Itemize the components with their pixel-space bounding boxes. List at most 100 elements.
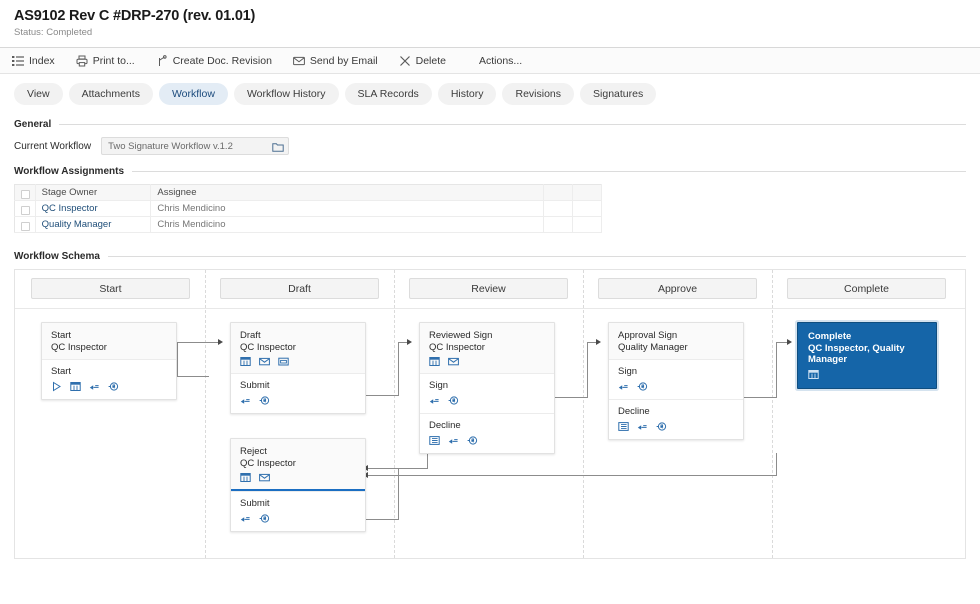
table-row[interactable]: QC Inspector Chris Mendicino [14, 200, 602, 217]
connector-arrow [596, 338, 601, 345]
stamp-icon[interactable] [448, 395, 459, 406]
row-checkbox[interactable] [21, 205, 30, 215]
cell-spacer-1 [543, 200, 574, 217]
node-start-action-label: Start [51, 366, 72, 377]
lane-header-complete[interactable]: Complete [787, 278, 946, 299]
node-review-header-icon-row [429, 356, 545, 367]
connector-start-to-draft [177, 376, 209, 377]
signature-icon[interactable] [637, 421, 648, 432]
signature-icon[interactable] [240, 513, 251, 524]
delete-button[interactable]: Delete [399, 55, 457, 67]
stamp-icon[interactable] [259, 513, 270, 524]
play-icon[interactable] [51, 381, 62, 392]
cell-stage-owner[interactable]: Quality Manager [35, 216, 152, 233]
signature-icon[interactable] [89, 381, 100, 392]
actions-menu-button[interactable]: Actions... [479, 55, 533, 67]
node-reviewed-sign[interactable]: Reviewed Sign QC Inspector [419, 322, 555, 454]
lane-header-review[interactable]: Review [409, 278, 568, 299]
index-button[interactable]: Index [12, 55, 66, 67]
table-row[interactable]: Quality Manager Chris Mendicino [14, 216, 602, 233]
printer-icon [76, 55, 88, 67]
envelope-icon[interactable] [259, 472, 270, 483]
node-approve-action-decline[interactable]: Decline [609, 399, 743, 439]
node-reject-action-submit[interactable]: Submit [231, 491, 365, 531]
stamp-icon[interactable] [637, 381, 648, 392]
node-reject[interactable]: Reject QC Inspector [230, 438, 366, 532]
lane-divider [394, 270, 395, 558]
list-box-icon[interactable] [618, 421, 629, 432]
print-to-button[interactable]: Print to... [76, 55, 146, 67]
tab-signatures[interactable]: Signatures [580, 83, 657, 105]
tab-revisions[interactable]: Revisions [502, 83, 575, 105]
actions-label: Actions... [478, 54, 523, 67]
row-checkbox[interactable] [21, 221, 30, 231]
node-draft[interactable]: Draft QC Inspector [230, 322, 366, 414]
table-icon[interactable] [808, 369, 819, 380]
envelope-icon[interactable] [259, 356, 270, 367]
page-title: AS9102 Rev C #DRP-270 (rev. 01.01) [14, 8, 256, 24]
stamp-icon[interactable] [108, 381, 119, 392]
tab-workflow[interactable]: Workflow [158, 83, 228, 105]
connector-approve-to-complete [776, 342, 777, 398]
signature-icon[interactable] [448, 435, 459, 446]
table-icon[interactable] [70, 381, 81, 392]
envelope-icon[interactable] [448, 356, 459, 367]
connector-arrow [218, 338, 223, 345]
column-assignee[interactable]: Assignee [150, 184, 545, 201]
send-by-email-button[interactable]: Send by Email [293, 55, 389, 67]
cell-stage-owner[interactable]: QC Inspector [35, 200, 152, 217]
node-review-action-decline[interactable]: Decline [420, 413, 554, 453]
connector-review-decline-to-reject [427, 453, 428, 468]
node-start-header: Start QC Inspector [42, 323, 176, 359]
tab-workflow-history[interactable]: Workflow History [233, 83, 339, 105]
document-header: AS9102 Rev C #DRP-270 (rev. 01.01) Statu… [0, 0, 980, 43]
node-review-action-sign[interactable]: Sign [420, 373, 554, 413]
table-icon[interactable] [240, 356, 251, 367]
stamp-icon[interactable] [259, 395, 270, 406]
list-box-icon[interactable] [429, 435, 440, 446]
connector-draft-to-review [366, 395, 398, 396]
tab-view[interactable]: View [14, 83, 63, 105]
stamp-icon[interactable] [467, 435, 478, 446]
lane-header-start[interactable]: Start [31, 278, 190, 299]
stamp-icon[interactable] [656, 421, 667, 432]
tab-history[interactable]: History [437, 83, 497, 105]
folder-icon[interactable] [272, 140, 284, 152]
status-badge: Status: Completed [14, 27, 93, 38]
node-approve-action-sign[interactable]: Sign [609, 359, 743, 399]
node-complete[interactable]: Complete QC Inspector, Quality Manager [797, 322, 937, 389]
node-approval-sign[interactable]: Approval Sign Quality Manager Sign [608, 322, 744, 440]
lane-header-draft[interactable]: Draft [220, 278, 379, 299]
signature-icon[interactable] [618, 381, 629, 392]
assignments-section-title: Workflow Assignments [14, 166, 125, 177]
current-workflow-input[interactable]: Two Signature Workflow v.1.2 [101, 137, 290, 155]
form-icon[interactable] [278, 356, 289, 367]
column-stage-owner[interactable]: Stage Owner [35, 184, 152, 201]
node-approve-decline-icon-row [618, 421, 734, 432]
table-icon[interactable] [240, 472, 251, 483]
node-review-decline-icon-row [429, 435, 545, 446]
table-icon[interactable] [429, 356, 440, 367]
column-spacer-1 [543, 184, 574, 201]
create-doc-revision-button[interactable]: Create Doc. Revision [156, 55, 283, 67]
lane-header-approve[interactable]: Approve [598, 278, 757, 299]
current-workflow-value: Two Signature Workflow v.1.2 [108, 140, 233, 152]
node-draft-action-submit[interactable]: Submit [231, 373, 365, 413]
node-draft-icon-row [240, 395, 356, 406]
node-start[interactable]: Start QC Inspector Start [41, 322, 177, 400]
node-complete-header: Complete QC Inspector, Quality Manager [798, 323, 936, 388]
toolbar: Index Print to... Create Doc. Revision [0, 47, 980, 74]
select-all-header[interactable] [14, 184, 36, 201]
general-section-header: General [14, 119, 966, 130]
node-start-action-start[interactable]: Start [42, 359, 176, 399]
cell-spacer-1 [543, 216, 574, 233]
row-select-cell[interactable] [14, 216, 36, 233]
signature-icon[interactable] [240, 395, 251, 406]
workflow-diagram[interactable]: Start Draft Review Approve Complete [14, 269, 966, 559]
connector-reject-to-review [398, 468, 399, 520]
tab-attachments[interactable]: Attachments [68, 83, 153, 105]
signature-icon[interactable] [429, 395, 440, 406]
select-all-checkbox[interactable] [21, 189, 30, 199]
tab-sla-records[interactable]: SLA Records [344, 83, 432, 105]
row-select-cell[interactable] [14, 200, 36, 217]
